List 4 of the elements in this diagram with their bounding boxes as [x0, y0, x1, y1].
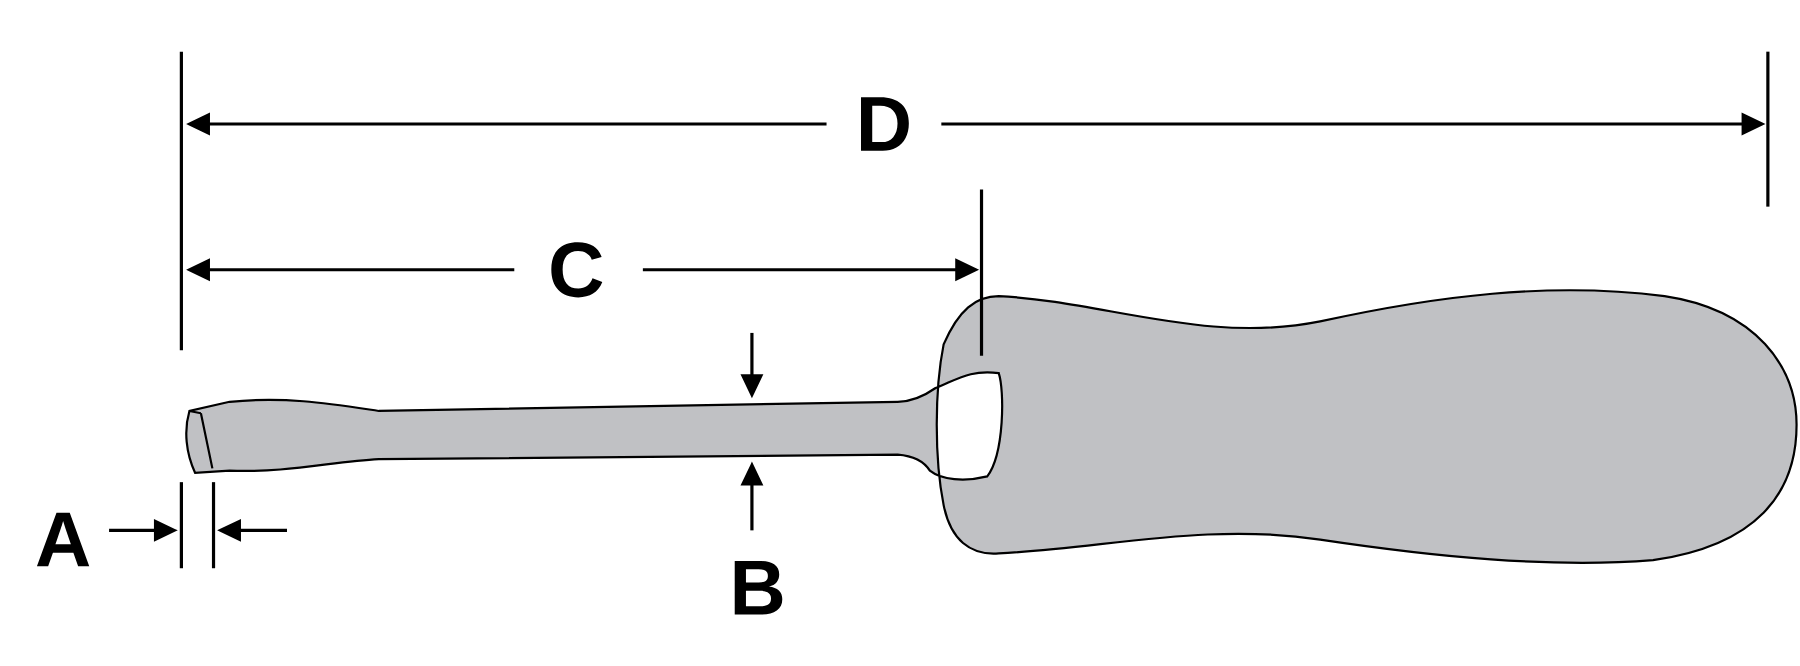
- dimension-label: A: [36, 512, 90, 567]
- dimension-label: D: [861, 97, 909, 151]
- dimension-label: B: [734, 561, 783, 615]
- dimension-label: C: [551, 242, 603, 298]
